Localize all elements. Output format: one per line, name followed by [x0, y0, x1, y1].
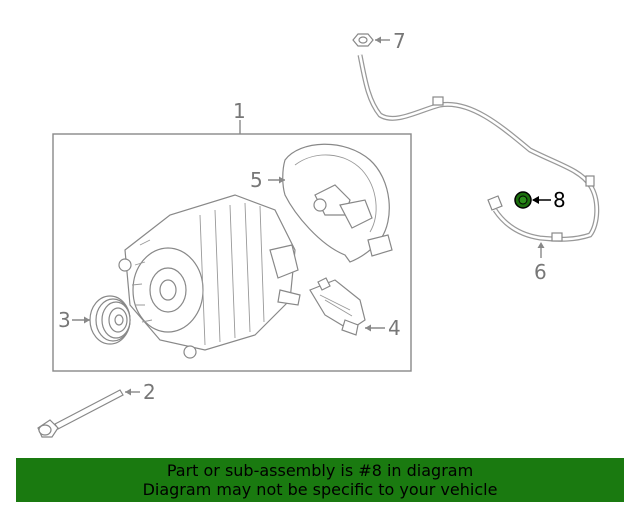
- nut-8-illustration[interactable]: [514, 191, 532, 209]
- callout-5[interactable]: 5: [250, 168, 263, 192]
- regulator-illustration: [309, 277, 366, 336]
- callout-4[interactable]: 4: [388, 316, 401, 340]
- nut-7-illustration: [352, 33, 374, 47]
- cover-illustration: [282, 143, 393, 263]
- callout-8[interactable]: 8: [553, 188, 566, 212]
- pulley-illustration: [89, 295, 131, 345]
- bolt-illustration: [37, 389, 124, 438]
- notice-banner: Part or sub-assembly is #8 in diagram Di…: [16, 458, 624, 502]
- callout-6[interactable]: 6: [534, 260, 547, 284]
- alternator-illustration: [118, 194, 301, 359]
- callout-7[interactable]: 7: [393, 29, 406, 53]
- assembly-box: [52, 133, 412, 372]
- banner-line-2: Diagram may not be specific to your vehi…: [142, 480, 498, 499]
- callout-2[interactable]: 2: [143, 380, 156, 404]
- callout-3[interactable]: 3: [58, 308, 71, 332]
- callout-1[interactable]: 1: [233, 99, 246, 123]
- banner-line-1: Part or sub-assembly is #8 in diagram: [166, 461, 474, 480]
- cable-illustration: [357, 54, 600, 242]
- parts-diagram: 1 3 5 4: [37, 29, 600, 438]
